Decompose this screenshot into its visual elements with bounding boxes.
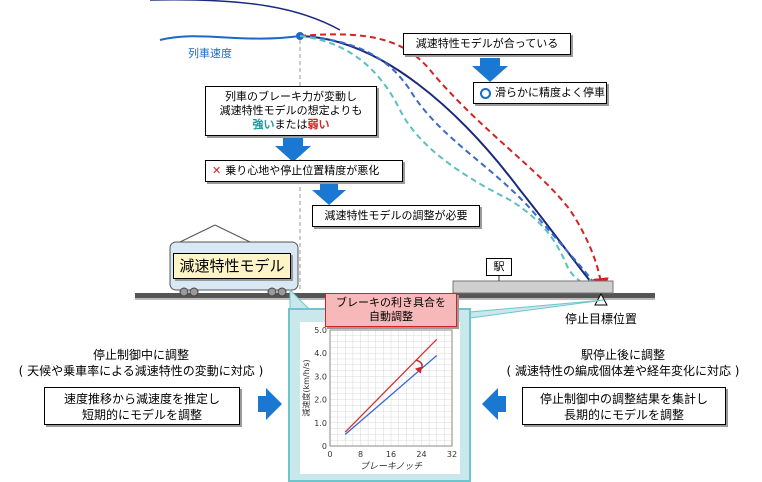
adjust-arrow-head <box>414 366 422 374</box>
x-tick-label: 8 <box>358 450 363 459</box>
right-adjust-box: 停止制御中の調整結果を集計し 長期的にモデルを調整 <box>522 387 726 425</box>
right-title: 駅停止後に調整 ( 減速特性の編成個体差や経年変化に対応 ) <box>506 348 740 378</box>
stop-target-triangle <box>594 292 608 306</box>
y-tick-label: 4.0 <box>314 349 327 358</box>
model-decel-curve <box>299 35 601 294</box>
x-tick-label: 32 <box>447 450 457 459</box>
y-tick-label: 2.0 <box>314 396 327 405</box>
arrow-model-to-smooth <box>472 58 508 82</box>
y-axis-label: 減速度(km/h/s) <box>301 359 311 416</box>
x-axis-label: ブレーキノッチ <box>360 461 423 472</box>
comfort-worse-box: ✕乗り心地や停止位置精度が悪化 <box>205 160 403 182</box>
brake-change-box: 列車のブレーキ力が変動し 減速特性モデルの想定よりも 強いまたは弱い <box>205 86 377 136</box>
model-train-label: 減速特性モデル <box>173 253 291 279</box>
y-tick-label: 0 <box>322 442 327 451</box>
arrow-comfort-to-adjust <box>312 182 346 205</box>
arrow-brake-to-comfort <box>275 138 311 162</box>
upper-speed-curve <box>150 0 341 31</box>
series-line-0 <box>344 338 438 433</box>
smooth-stop-box: 滑らかに精度よく停車 <box>473 82 607 104</box>
x-tick-label: 16 <box>386 450 396 459</box>
train-speed-label: 列車速度 <box>188 47 232 60</box>
actual-speed-curve-blue <box>299 35 601 293</box>
arrow-left-into-panel <box>258 388 282 420</box>
brake-notch-chart: 0 8 16 24 32 0 1.0 2.0 3.0 4.0 5.0 ブレーキノッチ 減速度(km/h/… <box>301 326 457 472</box>
arrow-right-into-panel <box>482 388 506 420</box>
circle-icon <box>480 88 491 99</box>
left-adjust-box: 速度推移から減速度を推定し 短期的にモデルを調整 <box>44 387 240 425</box>
adjust-needed-box: 減速特性モデルの調整が必要 <box>312 205 480 227</box>
x-tick-label: 24 <box>416 450 426 459</box>
platform <box>452 280 614 294</box>
station-sign: 駅 <box>486 258 512 276</box>
cross-icon: ✕ <box>212 164 222 177</box>
model-ok-box: 減速特性モデルが合っている <box>403 33 571 55</box>
x-tick-label: 0 <box>327 450 332 459</box>
y-tick-label: 3.0 <box>314 372 327 381</box>
train-speed-curve <box>159 35 301 41</box>
auto-adjust-callout: ブレーキの利き具合を 自動調整 <box>325 293 457 327</box>
y-tick-label: 5.0 <box>314 326 327 335</box>
strong-brake-curve <box>299 33 609 294</box>
plot-frame <box>329 329 453 447</box>
stop-target-label: 停止目標位置 <box>565 312 638 326</box>
weak-brake-curve <box>299 35 602 294</box>
y-tick-label: 1.0 <box>314 419 327 428</box>
left-title: 停止制御中に調整 ( 天候や乗車率による減速特性の変動に対応 ) <box>18 348 264 378</box>
